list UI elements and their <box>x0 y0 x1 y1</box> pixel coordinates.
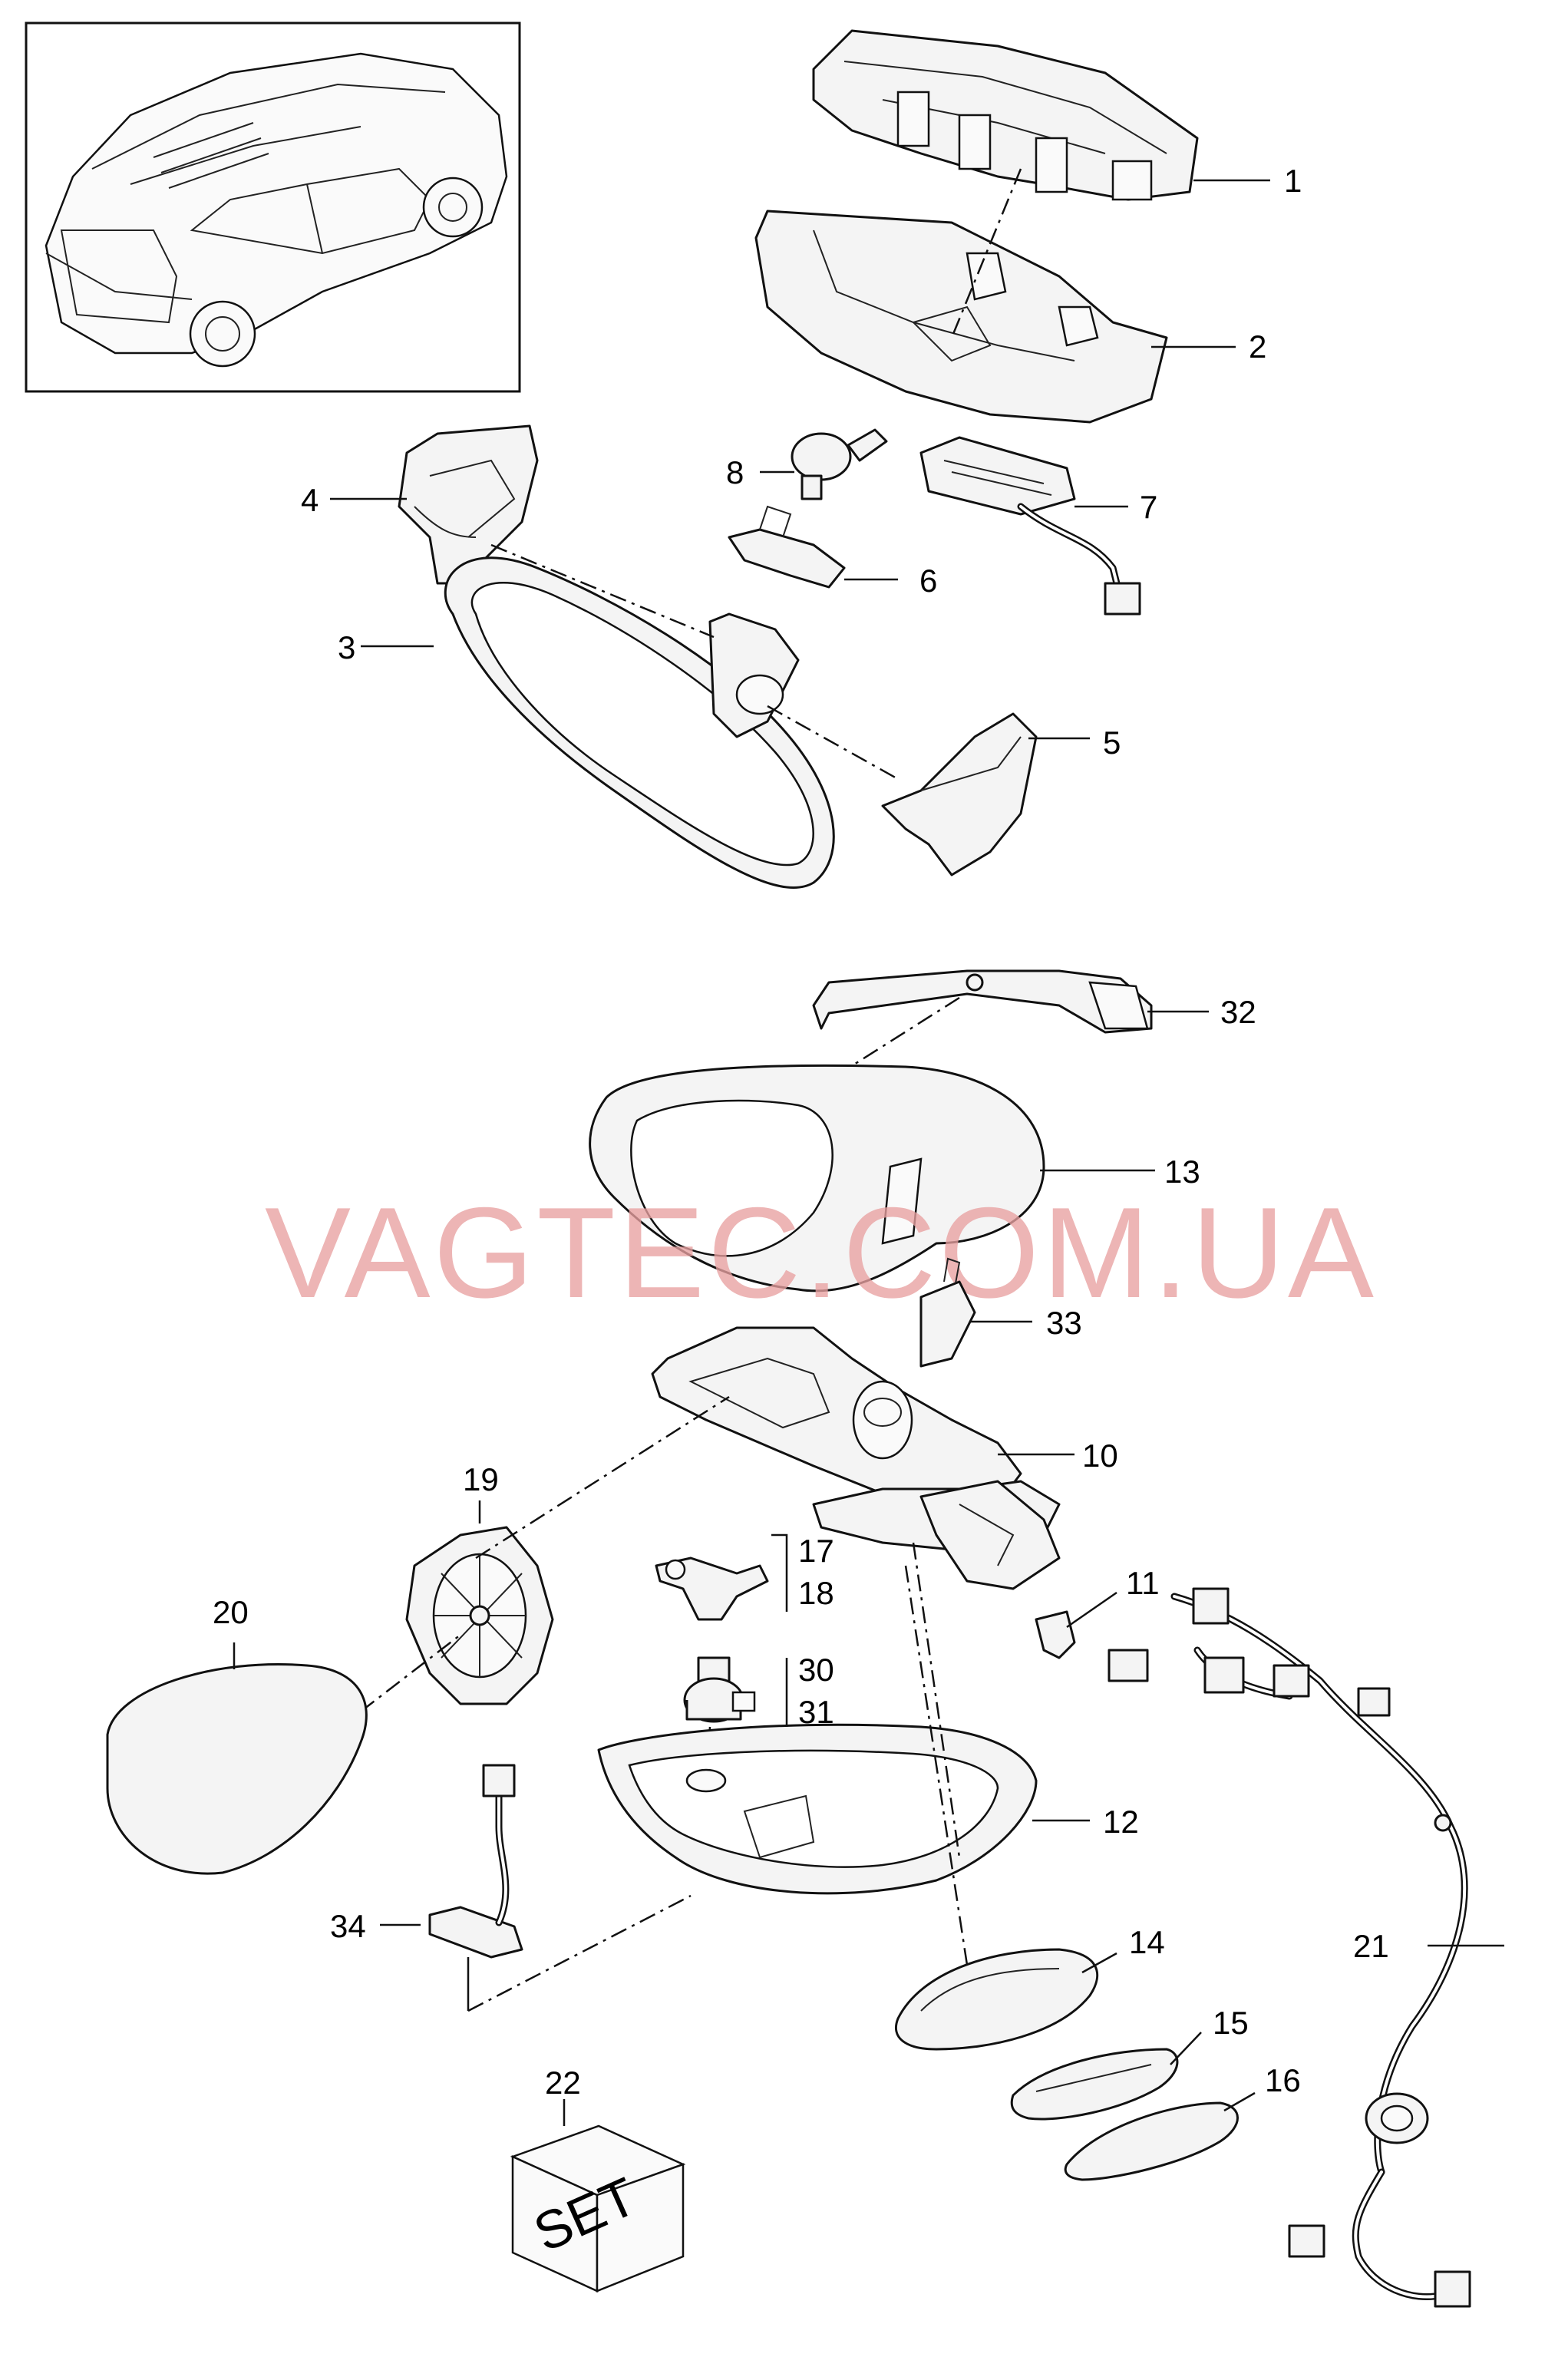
assembly-line-center-5 <box>767 705 899 781</box>
callout-labels: 1 2 3 4 5 6 7 8 32 13 33 10 19 17 18 11 … <box>213 163 1389 2101</box>
part-5-cap <box>881 712 1038 876</box>
callout-3: 3 <box>338 629 355 665</box>
part-30-31-connector <box>683 1656 756 1723</box>
callout-19: 19 <box>463 1461 499 1497</box>
central-mount <box>708 612 800 738</box>
leader-lines <box>233 179 1504 2126</box>
callout-2: 2 <box>1249 328 1266 365</box>
part-12-housing-shell <box>597 1723 1038 1895</box>
callout-17: 17 <box>798 1533 834 1569</box>
part-32-strip <box>812 969 1153 1034</box>
callout-5: 5 <box>1103 725 1121 761</box>
assembly-line-32-13 <box>843 996 960 1072</box>
callout-31: 31 <box>798 1694 834 1730</box>
callout-1: 1 <box>1284 163 1302 199</box>
callout-30: 30 <box>798 1652 834 1688</box>
part-33-indicator <box>919 1257 976 1368</box>
callout-34: 34 <box>330 1908 366 1944</box>
callout-10: 10 <box>1082 1438 1118 1474</box>
assembly-line-34-12 <box>467 1894 692 2012</box>
callout-21: 21 <box>1353 1928 1389 1964</box>
callout-33: 33 <box>1046 1305 1082 1341</box>
part-17-18-sensor-bracket <box>655 1556 769 1621</box>
callout-11: 11 <box>1126 1565 1160 1601</box>
callout-8: 8 <box>726 454 744 490</box>
assembly-line-12-14 <box>904 1565 969 1966</box>
callout-13: 13 <box>1164 1154 1200 1190</box>
part-21-wiring-harness <box>1108 1587 1471 2308</box>
callout-22: 22 <box>545 2065 581 2101</box>
part-10-actuator-bracket <box>651 1326 1061 1590</box>
part-3-housing-ring <box>444 556 835 889</box>
part-6-clip <box>728 505 846 589</box>
callout-14: 14 <box>1129 1924 1165 1960</box>
callout-7: 7 <box>1140 489 1157 525</box>
vehicle-thumbnail <box>25 21 521 393</box>
part-16-lens <box>1064 2101 1239 2181</box>
part-34-lamp <box>428 1764 523 1959</box>
vehicle-thumbnail-icon <box>45 52 508 368</box>
part-20-mirror-glass <box>106 1662 368 1875</box>
callout-20: 20 <box>213 1594 249 1630</box>
callout-4: 4 <box>301 482 319 518</box>
part-19-motor <box>405 1526 554 1705</box>
assembly-line-20-19 <box>360 1634 461 1712</box>
callout-16: 16 <box>1265 2062 1301 2098</box>
assembly-line-4-center <box>490 543 715 639</box>
callout-18: 18 <box>798 1575 834 1611</box>
part-11-clip <box>1035 1610 1076 1659</box>
callout-6: 6 <box>919 563 937 599</box>
part-7-module <box>919 436 1141 616</box>
part-14-lower-cover <box>895 1948 1098 2051</box>
assembly-line-19-10 <box>475 1395 730 1560</box>
callout-12: 12 <box>1103 1804 1139 1840</box>
part-4-trim <box>398 424 539 585</box>
part-15-lamp-unit <box>1010 2048 1179 2121</box>
part-2-base-cover <box>754 210 1168 424</box>
callout-32: 32 <box>1220 994 1256 1030</box>
part-8-sensor <box>791 428 888 500</box>
part-13-mirror-cover <box>589 1064 1045 1292</box>
callout-15: 15 <box>1213 2005 1249 2041</box>
part-1-bracket <box>812 29 1199 201</box>
assembly-line-1-2 <box>950 168 1022 338</box>
set-box-icon <box>510 2124 686 2293</box>
assembly-line-10-12 <box>912 1542 961 1858</box>
watermark-text: VAGTEC.COM.UA <box>265 1180 1377 1325</box>
